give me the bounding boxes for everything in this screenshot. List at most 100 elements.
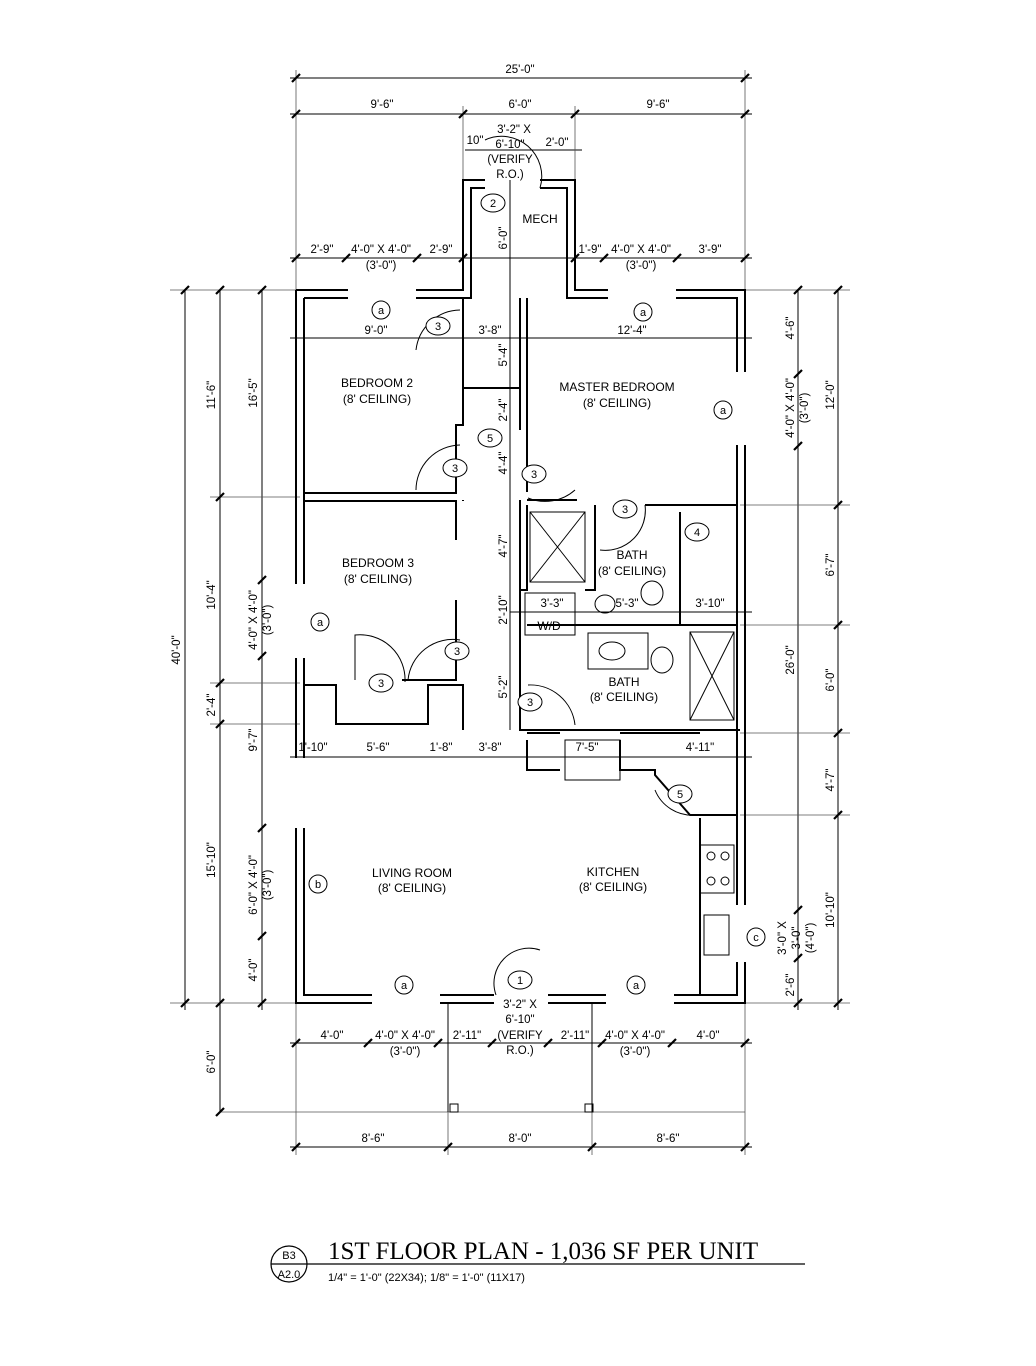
svg-text:3: 3 bbox=[531, 469, 537, 481]
door-tag: 3 bbox=[444, 641, 470, 661]
room-ceiling: (8' CEILING) bbox=[579, 880, 647, 894]
dim-label: 5'-6" bbox=[367, 742, 390, 754]
dim-label: (3'-0") bbox=[626, 260, 657, 272]
dim-label: 4'-0" X 4'-0" bbox=[351, 244, 411, 256]
svg-text:a: a bbox=[378, 305, 385, 317]
dim-label: 5'-4" bbox=[498, 344, 510, 367]
dim-label: 2'-4" bbox=[498, 399, 510, 422]
dim-label: 12'-4" bbox=[617, 325, 646, 337]
room-ceiling: (8' CEILING) bbox=[344, 572, 412, 586]
dim-label: 6'-7" bbox=[825, 554, 837, 577]
room-name-bedroom-3: BEDROOM 3 bbox=[342, 556, 414, 570]
dim-overall-width: 25'-0" bbox=[505, 64, 534, 76]
title-block: B3 A2.0 1ST FLOOR PLAN - 1,036 SF PER UN… bbox=[270, 1238, 805, 1284]
svg-text:5: 5 bbox=[487, 433, 493, 445]
dim-label: 4'-0" X 4'-0" bbox=[248, 590, 260, 650]
door-tag: 3 bbox=[521, 464, 547, 484]
dim-label: 6'-0" bbox=[825, 669, 837, 692]
svg-text:3: 3 bbox=[435, 321, 441, 333]
dim-label: 6'-0" X 4'-0" bbox=[248, 855, 260, 915]
detail-tag-sheet: A2.0 bbox=[278, 1269, 301, 1281]
room-name-master-bedroom: MASTER BEDROOM bbox=[559, 380, 674, 394]
bottom-dimensions: 4'-0" 4'-0" X 4'-0" (3'-0") 2'-11" 3'-2"… bbox=[321, 999, 720, 1145]
dim-label: 4'-0" X 4'-0" bbox=[785, 378, 797, 438]
dim-label: 4'-6" bbox=[785, 317, 797, 340]
dim-label: 4'-0" X 4'-0" bbox=[375, 1030, 435, 1042]
left-dimensions: 40'-0" 6'-0" 11'-6" 10'-4" 2'-4" 15'-10"… bbox=[171, 378, 274, 1073]
window-tag: b bbox=[308, 874, 328, 894]
dim-label: 8'-6" bbox=[362, 1133, 385, 1145]
svg-text:a: a bbox=[401, 980, 408, 992]
svg-text:c: c bbox=[753, 932, 759, 944]
room-name-kitchen: KITCHEN bbox=[587, 865, 640, 879]
right-dimensions: 4'-6" 4'-0" X 4'-0" (3'-0") 26'-0" 3'-0"… bbox=[777, 317, 837, 997]
door-tag: 4 bbox=[684, 522, 710, 542]
svg-text:b: b bbox=[315, 879, 321, 891]
dim-label: R.O.) bbox=[506, 1045, 534, 1057]
door-tag: 3 bbox=[425, 316, 451, 336]
dim-label: 4'-7" bbox=[825, 769, 837, 792]
door-tag: 2 bbox=[480, 193, 506, 213]
svg-text:2: 2 bbox=[490, 198, 496, 210]
room-name-wd: W/D bbox=[537, 619, 561, 633]
room-ceiling: (8' CEILING) bbox=[378, 881, 446, 895]
dim-label: 5'-3" bbox=[616, 598, 639, 610]
dimension-ticks bbox=[180, 73, 843, 1152]
dim-label: 6'-10" bbox=[505, 1014, 534, 1026]
drawing-scale: 1/4" = 1'-0" (22X34); 1/8" = 1'-0" (11X1… bbox=[328, 1272, 525, 1284]
dim-label: 9'-6" bbox=[371, 99, 394, 111]
dim-label: 3'-2" X bbox=[503, 999, 537, 1011]
dim-label: (3'-0") bbox=[799, 393, 811, 424]
dim-label: 6'-0" bbox=[206, 1051, 218, 1074]
door-tag: 3 bbox=[368, 673, 394, 693]
svg-text:3: 3 bbox=[454, 646, 460, 658]
dim-label: 3'-0" bbox=[791, 927, 803, 950]
dim-label: 3'-0" X bbox=[777, 921, 789, 955]
window-tag: a bbox=[713, 400, 733, 420]
dim-label: 12'-0" bbox=[825, 380, 837, 409]
dim-label: 4'-0" X 4'-0" bbox=[611, 244, 671, 256]
dim-label: 1'-9" bbox=[579, 244, 602, 256]
dim-label: 2'-11" bbox=[561, 1030, 589, 1042]
dim-overall-depth: 40'-0" bbox=[171, 635, 183, 664]
door-tag: 1 bbox=[507, 970, 533, 990]
door-tag: 5 bbox=[477, 428, 503, 448]
dim-label: 9'-7" bbox=[248, 729, 260, 752]
dim-label: 4'-11" bbox=[686, 742, 714, 754]
room-name-bedroom-2: BEDROOM 2 bbox=[341, 376, 413, 390]
walls bbox=[295, 135, 746, 1113]
dim-label: 10'-10" bbox=[825, 892, 837, 928]
dim-label: (3'-0") bbox=[390, 1046, 421, 1058]
dim-label: 8'-6" bbox=[657, 1133, 680, 1145]
room-name-living-room: LIVING ROOM bbox=[372, 866, 452, 880]
room-name-bath: BATH bbox=[608, 675, 639, 689]
dim-label: 26'-0" bbox=[785, 645, 797, 674]
dim-label: 4'-7" bbox=[498, 535, 510, 558]
room-name-mech: MECH bbox=[522, 212, 557, 226]
dim-label: (3'-0") bbox=[366, 260, 397, 272]
dim-label: 2'-9" bbox=[311, 244, 334, 256]
dim-label: 9'-0" bbox=[365, 325, 388, 337]
dim-label: 7'-5" bbox=[576, 742, 599, 754]
window-tag: a bbox=[310, 612, 330, 632]
dim-label: (VERIFY bbox=[487, 154, 533, 166]
door-tag: 3 bbox=[612, 499, 638, 519]
dim-label: 4'-0" bbox=[248, 959, 260, 982]
dim-label: 2'-4" bbox=[206, 694, 218, 717]
svg-text:4: 4 bbox=[694, 527, 700, 539]
dim-label: 11'-6" bbox=[206, 381, 218, 409]
detail-tag-number: B3 bbox=[282, 1250, 295, 1262]
dim-label: 16'-5" bbox=[248, 378, 260, 407]
dim-label: 4'-0" bbox=[697, 1030, 720, 1042]
door-window-tags: a 3 2 a a 5 3 3 3 4 a 3 3 3 5 b c a 1 a bbox=[308, 193, 766, 995]
dim-label: 1'-8" bbox=[430, 742, 453, 754]
dim-label: 2'-10" bbox=[498, 595, 510, 624]
dim-label: 2'-9" bbox=[430, 244, 453, 256]
interior-dimensions: 5'-4" 2'-4" 4'-4" 4'-7" 2'-10" 5'-2" 3'-… bbox=[298, 344, 724, 754]
dim-label: 4'-0" X 4'-0" bbox=[605, 1030, 665, 1042]
svg-text:a: a bbox=[720, 405, 727, 417]
dim-label: 6'-0" bbox=[509, 99, 532, 111]
dim-label: 3'-10" bbox=[695, 598, 724, 610]
dimension-lines bbox=[170, 70, 850, 1155]
